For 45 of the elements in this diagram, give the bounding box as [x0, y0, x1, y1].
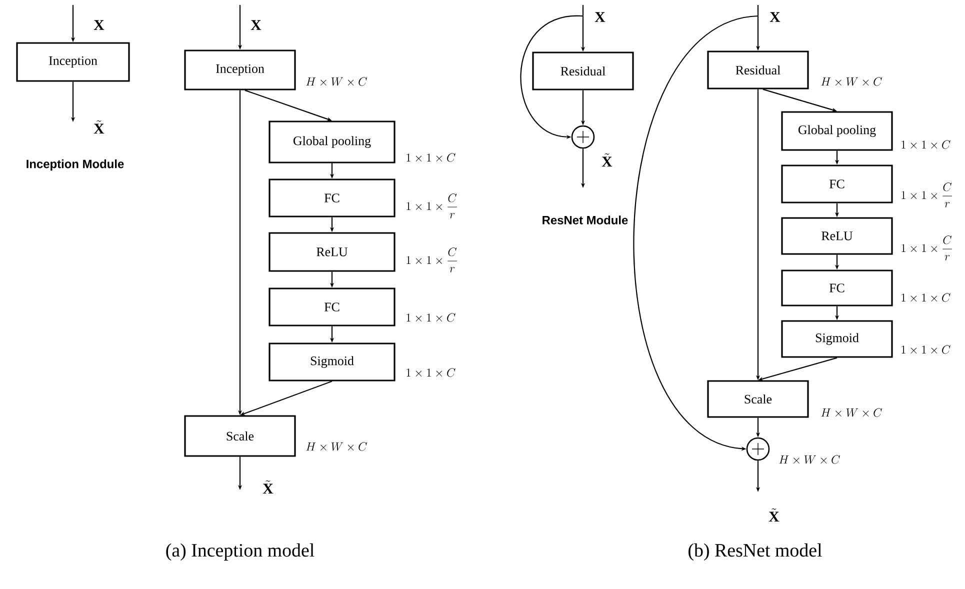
dimension-label: $H \times W \times C$: [779, 455, 840, 464]
dimension-label: $H \times W \times C$: [306, 77, 367, 86]
process-box: FC: [781, 270, 893, 306]
process-box: Inception: [16, 42, 130, 82]
subfigure-caption: (a) Inception model: [166, 543, 314, 561]
variable-label: $\tilde{\mathbf{X}}$: [94, 120, 104, 134]
process-box: Global pooling: [268, 120, 396, 164]
dimension-label: $H \times W \times C$: [821, 408, 882, 417]
process-box: Residual: [707, 50, 809, 90]
process-box: FC: [268, 288, 396, 326]
dimension-label: $1 \times 1 \times C$: [902, 140, 950, 149]
process-box: Residual: [532, 52, 634, 90]
dimension-label: $1 \times 1 \times \dfrac{C}{r}$: [406, 194, 457, 218]
dimension-label: $1 \times 1 \times C$: [406, 368, 456, 377]
dimension-label: $1 \times 1 \times C$: [406, 313, 456, 322]
variable-label: $\mathbf{X}$: [250, 20, 262, 30]
dimension-label: $H \times W \times C$: [306, 442, 367, 451]
process-box: Scale: [184, 415, 296, 457]
module-title: ResNet Module: [542, 216, 628, 224]
process-box: Inception: [184, 50, 296, 90]
process-box: Sigmoid: [781, 320, 893, 358]
process-box: Global pooling: [781, 111, 893, 151]
dimension-label: $1 \times 1 \times \dfrac{C}{r}$: [902, 182, 952, 208]
process-box: Sigmoid: [268, 342, 396, 382]
variable-label: $\tilde{\mathbf{X}}$: [768, 508, 780, 522]
dimension-label: $1 \times 1 \times \dfrac{C}{r}$: [902, 236, 952, 260]
dimension-label: $1 \times 1 \times C$: [902, 293, 950, 302]
subfigure-caption: (b) ResNet model: [688, 543, 822, 561]
dimension-label: $1 \times 1 \times \dfrac{C}{r}$: [406, 248, 457, 272]
variable-label: $\tilde{\mathbf{X}}$: [602, 153, 612, 167]
process-box: FC: [781, 164, 893, 204]
process-box: FC: [268, 178, 396, 218]
process-box: ReLU: [781, 217, 893, 255]
variable-label: $\mathbf{X}$: [94, 20, 104, 30]
adder-symbol: [746, 437, 770, 461]
module-title: Inception Module: [26, 159, 124, 171]
dimension-label: $H \times W \times C$: [821, 77, 882, 86]
variable-label: $\mathbf{X}$: [594, 12, 606, 22]
variable-label: $\tilde{\mathbf{X}}$: [262, 480, 274, 494]
variable-label: $\mathbf{X}$: [770, 12, 780, 22]
process-box: ReLU: [268, 232, 396, 272]
adder-symbol: [571, 125, 595, 149]
dimension-label: $1 \times 1 \times C$: [406, 153, 456, 162]
dimension-label: $1 \times 1 \times C$: [902, 345, 950, 354]
process-box: Scale: [707, 380, 809, 418]
